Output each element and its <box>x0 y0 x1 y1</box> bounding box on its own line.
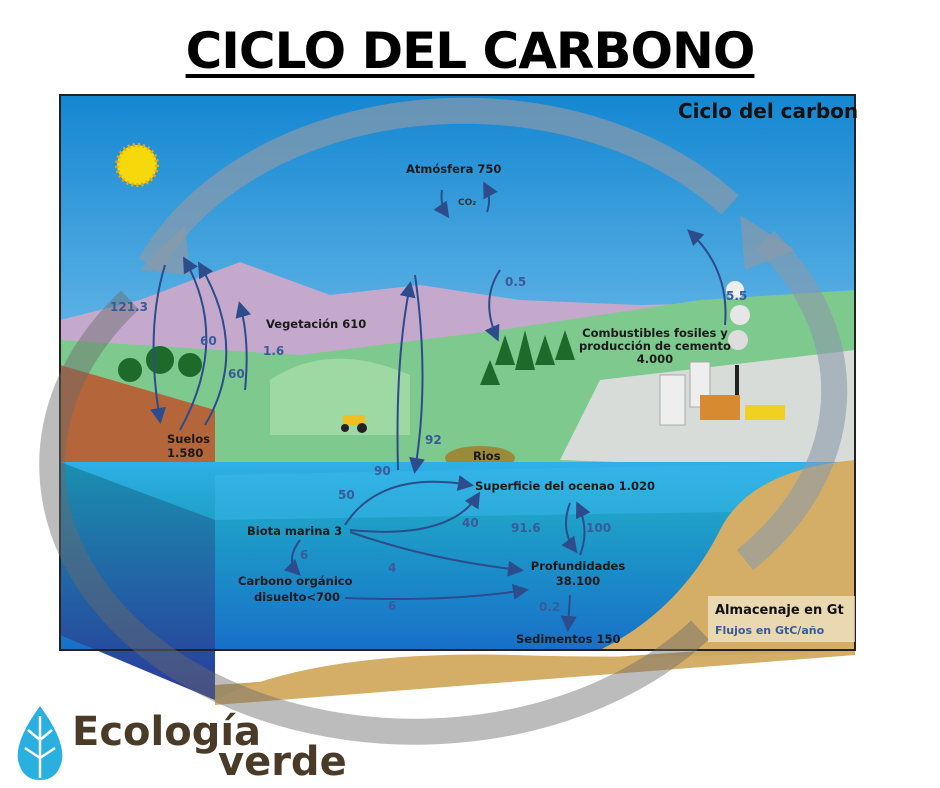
page-title: CICLO DEL CARBONO <box>185 22 756 80</box>
flux-121-3: 121.3 <box>110 300 148 314</box>
flux-60b: 60 <box>228 367 245 381</box>
leaf-drop-icon <box>17 706 63 780</box>
marine-biota-label: Biota marina 3 <box>247 524 342 538</box>
fossil-label-1: Combustibles fosiles y <box>582 326 728 340</box>
cycle-arrow <box>39 97 848 745</box>
legend: Almacenaje en Gt Flujos en GtC/año <box>708 596 855 642</box>
ocean-side <box>60 462 215 700</box>
flux-92: 92 <box>425 433 442 447</box>
flux-100: 100 <box>586 521 611 535</box>
fossil-label-2: producción de cemento <box>579 339 731 353</box>
flux-4: 4 <box>388 561 396 575</box>
deep-ocean-label: Profundidades <box>531 559 626 573</box>
hill <box>270 358 410 435</box>
logo-text-verde: verde <box>218 739 347 785</box>
factory-icon <box>659 281 785 426</box>
rivers-label: Rios <box>473 449 501 463</box>
legend-storage: Almacenaje en Gt <box>715 603 844 618</box>
soils-label: Suelos <box>167 432 210 446</box>
flux-1-6: 1.6 <box>263 344 284 358</box>
sun-icon <box>115 143 159 187</box>
legend-flux: Flujos en GtC/año <box>715 624 825 637</box>
vegetation-label: Vegetación 610 <box>266 317 366 331</box>
logo: Ecología verde <box>17 706 347 785</box>
flux-40: 40 <box>462 516 479 530</box>
flux-arrows <box>150 181 727 632</box>
fossil-value: 4.000 <box>637 352 673 366</box>
corner-title: Ciclo del carbon <box>678 99 858 123</box>
soils-value: 1.580 <box>167 446 203 460</box>
atmosphere-label: Atmósfera 750 <box>406 162 501 176</box>
flux-6a: 6 <box>300 548 308 562</box>
logo-text-ecologia: Ecología <box>72 709 261 755</box>
flux-90: 90 <box>374 464 391 478</box>
dissolved-carbon-value: disuelto<700 <box>254 590 340 604</box>
flux-50: 50 <box>338 488 355 502</box>
flux-60a: 60 <box>200 334 217 348</box>
flux-5-5: 5.5 <box>726 289 747 303</box>
dissolved-carbon-label: Carbono orgánico <box>238 574 353 588</box>
tractor-icon <box>341 415 367 433</box>
co2-label: CO₂ <box>458 198 476 208</box>
sediments-label: Sedimentos 150 <box>516 632 620 646</box>
deep-ocean-value: 38.100 <box>556 574 600 588</box>
flux-0-2: 0.2 <box>539 600 560 614</box>
flux-0-5: 0.5 <box>505 275 526 289</box>
soil <box>60 365 215 470</box>
flux-91-6: 91.6 <box>511 521 541 535</box>
flux-6b: 6 <box>388 599 396 613</box>
ocean-surface-label: Superficie del ocenao 1.020 <box>475 479 655 493</box>
